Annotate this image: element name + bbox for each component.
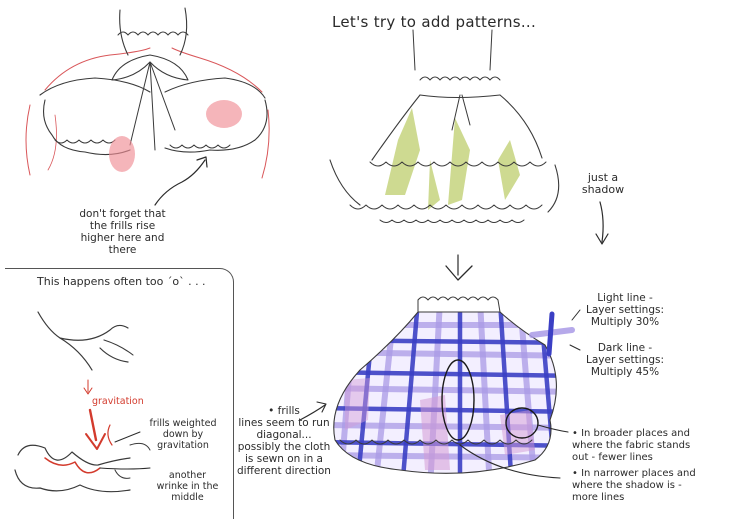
note-frills-diagonal: • frills lines seem to run diagonal... p… <box>237 405 331 477</box>
gravity-sketches <box>14 311 151 493</box>
plaid-skirt <box>299 296 581 479</box>
collar-sketch <box>25 7 270 206</box>
shadow-skirt <box>329 29 609 281</box>
note-dark-line: Dark line - Layer settings: Multiply 45% <box>585 342 665 378</box>
note-just-shadow: just a shadow <box>581 171 625 196</box>
panel-header: This happens often too ´o` . . . <box>37 275 206 288</box>
note-narrower-places: • In narrower places and where the shado… <box>572 468 696 503</box>
page-title: Let's try to add patterns... <box>332 13 537 31</box>
note-weighted: frills weighted down by gravitation <box>149 418 217 451</box>
note-broader-places: • In broader places and where the fabric… <box>572 428 691 463</box>
gravitation-label: gravitation <box>92 396 144 407</box>
note-wrinkle: another wrinke in the middle <box>156 470 219 503</box>
note-frills-rise: don't forget that the frills rise higher… <box>79 208 166 256</box>
note-light-line: Light line - Layer settings: Multiply 30… <box>585 292 665 328</box>
gravity-panel <box>5 268 234 519</box>
